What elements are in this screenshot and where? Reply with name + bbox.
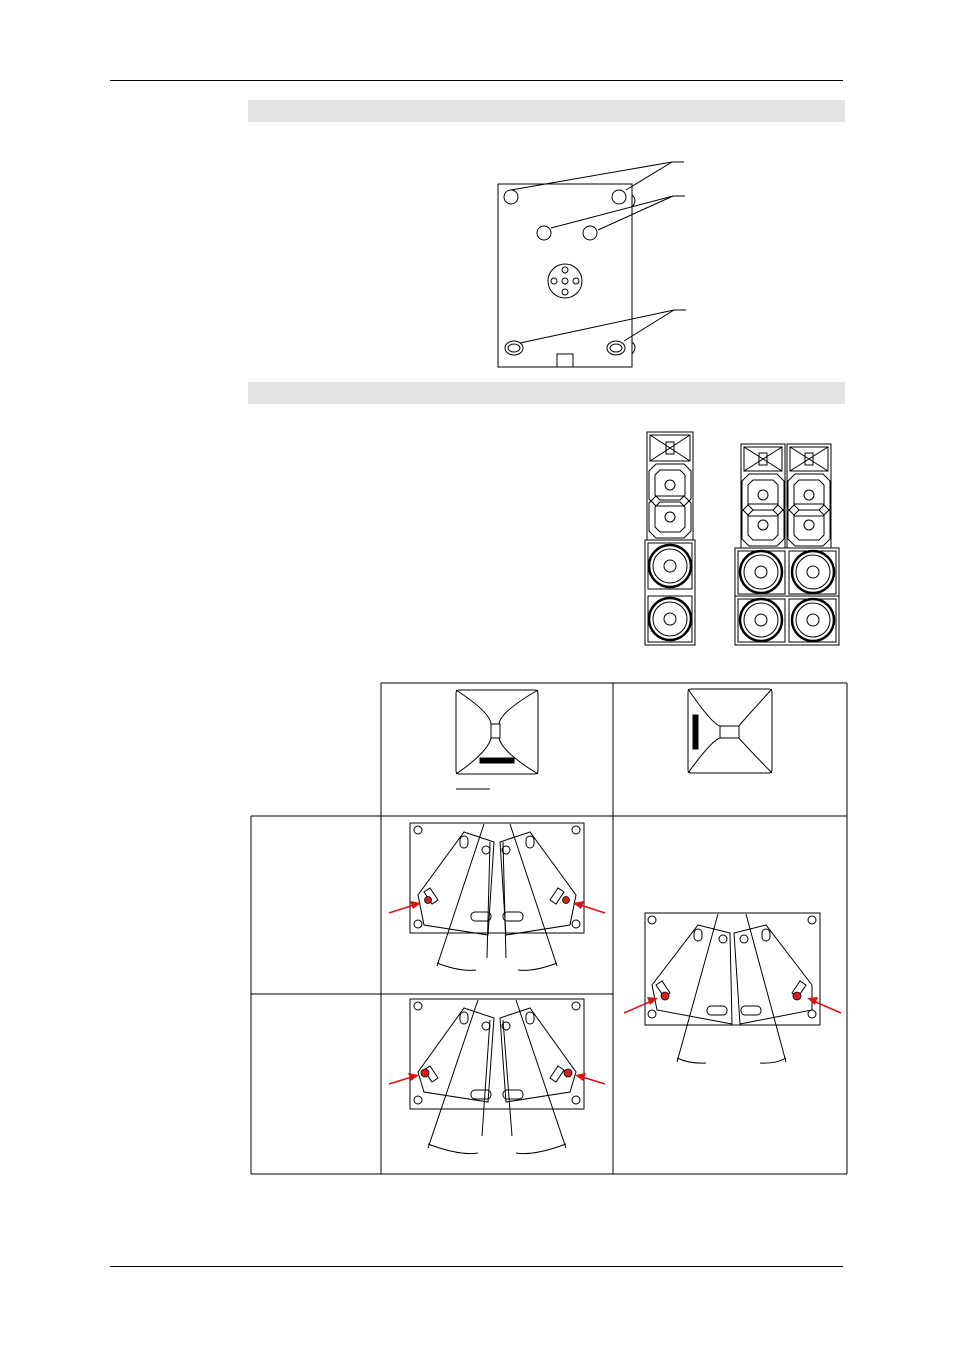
red-arrow-icon [807, 997, 842, 1014]
rigging-point [582, 225, 598, 241]
stack-figure [644, 431, 840, 646]
section-heading-bar-1 [248, 100, 845, 122]
locking-pin-icon [562, 896, 570, 904]
handle-slot [504, 340, 524, 356]
rigging-point [536, 225, 552, 241]
panel-side-bumps [631, 194, 636, 355]
rigging-point [611, 189, 627, 205]
rigging-plate-b [409, 998, 585, 1110]
locking-pin-icon [792, 991, 802, 1001]
header-rule [110, 80, 843, 81]
sub-cabinet-right-2 [734, 595, 840, 646]
locking-pin-icon [660, 991, 670, 1001]
connector-plate [547, 263, 583, 299]
red-arrow-icon [575, 1073, 606, 1085]
locking-pin-icon [424, 896, 432, 904]
red-arrow-icon [388, 901, 421, 914]
label-tab [556, 353, 574, 368]
red-arrow-icon [573, 901, 606, 914]
locking-pin-icon [563, 1068, 573, 1078]
red-arrow-icon [388, 1073, 419, 1085]
rigging-point [503, 189, 519, 205]
red-arrow-icon [623, 997, 658, 1014]
footer-rule [110, 1266, 843, 1267]
sub-cabinet-left [644, 539, 696, 646]
rear-panel-figure [497, 161, 686, 368]
horn-vertical [455, 689, 539, 775]
horn-rotated [687, 688, 773, 774]
section-heading-bar-2 [248, 382, 845, 404]
panel-outline [497, 183, 633, 368]
handle-slot [606, 340, 626, 356]
rigging-plate-c [644, 912, 821, 1026]
locking-pin-icon [420, 1068, 430, 1078]
rigging-plate-a [409, 822, 585, 934]
